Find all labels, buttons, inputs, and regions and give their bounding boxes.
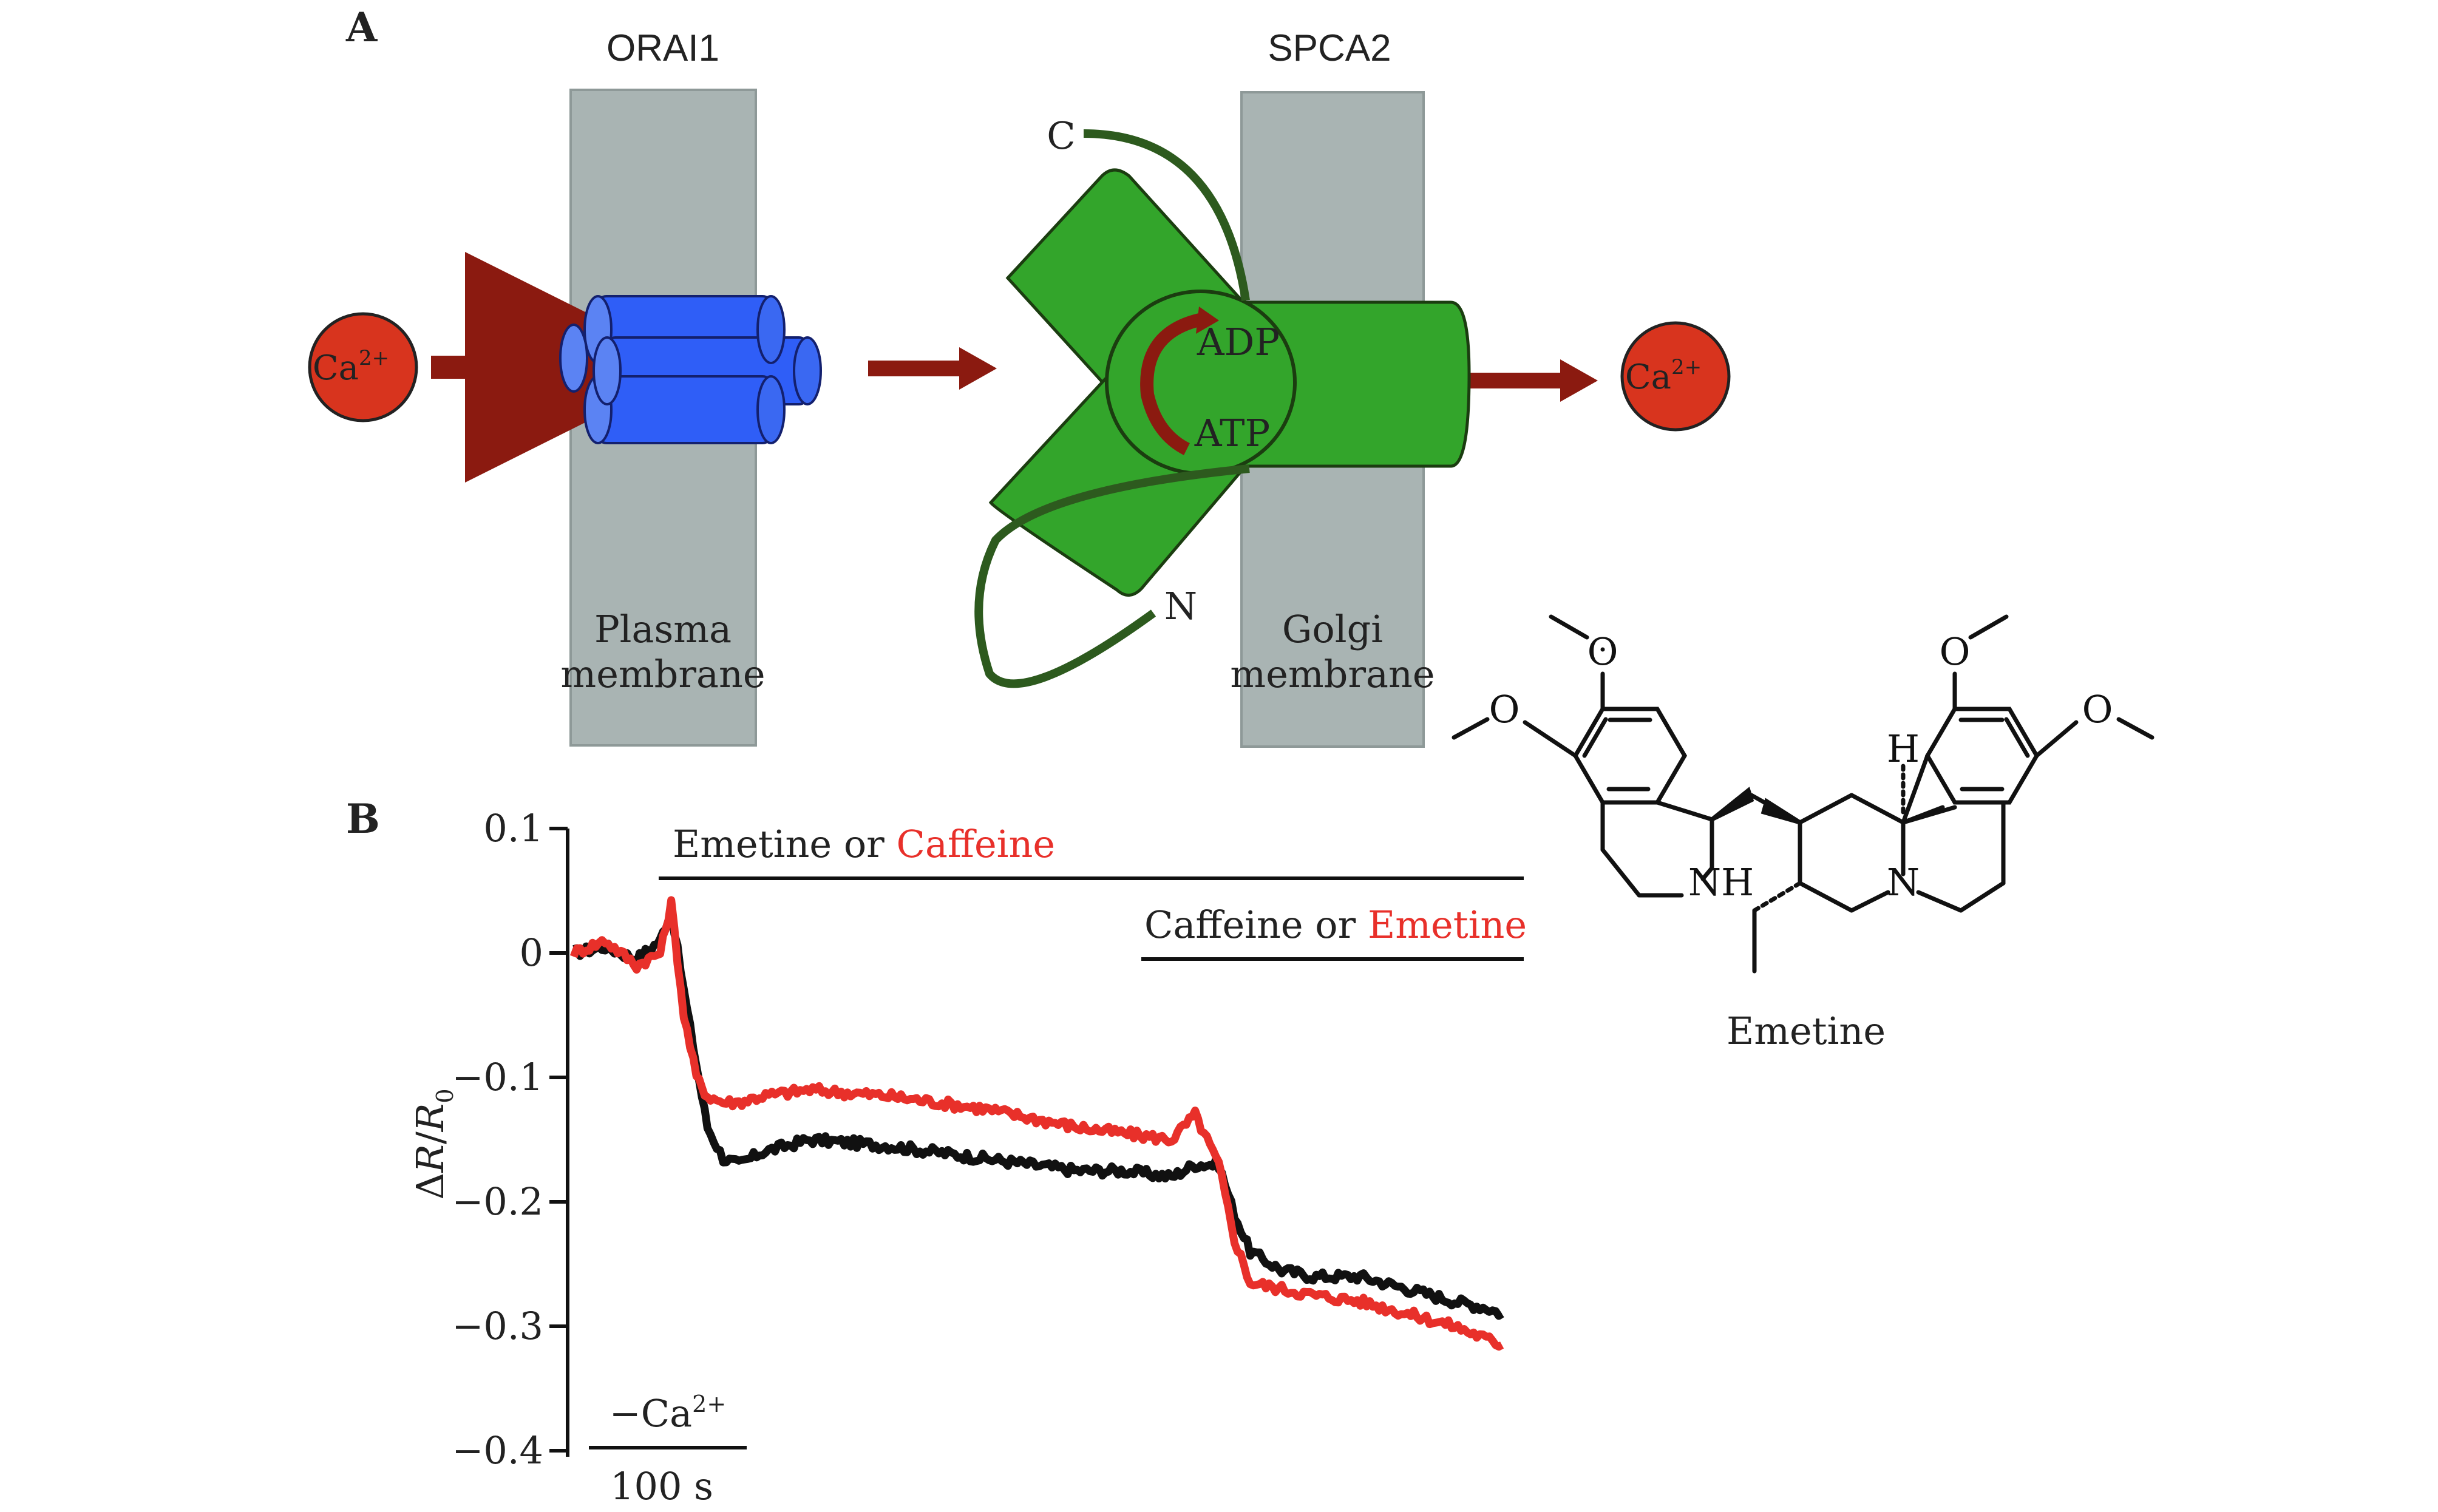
emetine-h: H [1887,727,1920,771]
emetine-structure [1452,614,2154,974]
time-scale-label: 100 s [610,1464,713,1508]
treatment-bar-1-red: Caffeine [897,822,1056,866]
spca2-pump [988,168,1471,597]
series-line-red [569,896,1504,1351]
treatment-bar-1-label: Emetine or Caffeine [673,822,1055,866]
panel-b-label: B [346,795,380,842]
n-terminal-tail [974,464,1250,688]
plasma-membrane-label-line1: Plasma [594,607,732,651]
n-terminal-label: N [1164,584,1197,628]
calcium-right-sup: 2+ [1671,355,1702,379]
buffer-label-sup: 2+ [692,1391,726,1417]
svg-text:Ca2+: Ca2+ [313,346,389,388]
svg-text:−Ca2+: −Ca2+ [610,1391,726,1436]
y-label-slash: / [408,1131,452,1144]
treatment-bar-2-red: Emetine [1368,903,1527,947]
c-terminal-tail [1083,129,1250,302]
emetine-name: Emetine [1727,1009,1886,1053]
c-terminal-label: C [1047,114,1075,158]
spca2-label: SPCA2 [1268,27,1391,69]
buffer-label-base: −Ca [610,1391,692,1436]
y-label-delta: Δ [408,1173,452,1200]
calcium-ion-left: Ca2+ [308,312,418,422]
y-tick-label: −0.3 [452,1304,543,1348]
panel-a-label: A [345,4,378,51]
treatment-bar-1-black: Emetine or [673,822,897,866]
efflux-arrow [1463,359,1598,402]
emetine-o-3: O [1940,629,1971,674]
y-tick-label: −0.1 [452,1055,543,1099]
series-line-black [572,906,1504,1320]
emetine-o-2: O [1489,687,1520,731]
treatment-bar-2-black: Caffeine or [1144,903,1368,947]
emetine-o-1: O [1587,629,1618,674]
y-label-r: R [408,1144,452,1173]
calcium-left-sup: 2+ [359,346,389,370]
emetine-n: N [1887,860,1920,904]
calcium-left-base: Ca [313,348,359,388]
golgi-membrane-label-line2: membrane [1230,652,1435,696]
y-tick-label: 0.1 [483,806,543,850]
y-tick-label: −0.2 [452,1179,543,1224]
y-tick-label: 0 [520,931,543,975]
emetine-o-4: O [2082,687,2113,731]
y-label-r0: R [408,1103,452,1133]
y-axis-label: ΔR/R0 [408,1088,458,1199]
treatment-bar-2-label: Caffeine or Emetine [1144,903,1527,947]
influx-arrow-2 [868,347,997,390]
y-tick-label: −0.4 [452,1428,543,1473]
y-axis: 0.1 0 −0.1 −0.2 −0.3 −0.4 [452,806,569,1473]
calcium-ion-right: Ca2+ [1620,321,1731,432]
orai1-channel [559,295,822,444]
orai1-label: ORAI1 [606,27,719,69]
emetine-atom-labels: O O O O NH N H [1489,629,2113,904]
golgi-membrane-label-line1: Golgi [1282,607,1383,651]
calcium-right-base: Ca [1625,358,1671,397]
y-label-sub: 0 [432,1088,458,1103]
emetine-nh: NH [1688,860,1754,904]
trace-group [569,896,1504,1351]
atp-label: ATP [1194,411,1270,455]
plasma-membrane-label-line2: membrane [560,652,765,696]
svg-text:Ca2+: Ca2+ [1625,355,1702,397]
adp-label: ADP [1197,320,1280,364]
buffer-bar: −Ca2+ [589,1391,747,1449]
